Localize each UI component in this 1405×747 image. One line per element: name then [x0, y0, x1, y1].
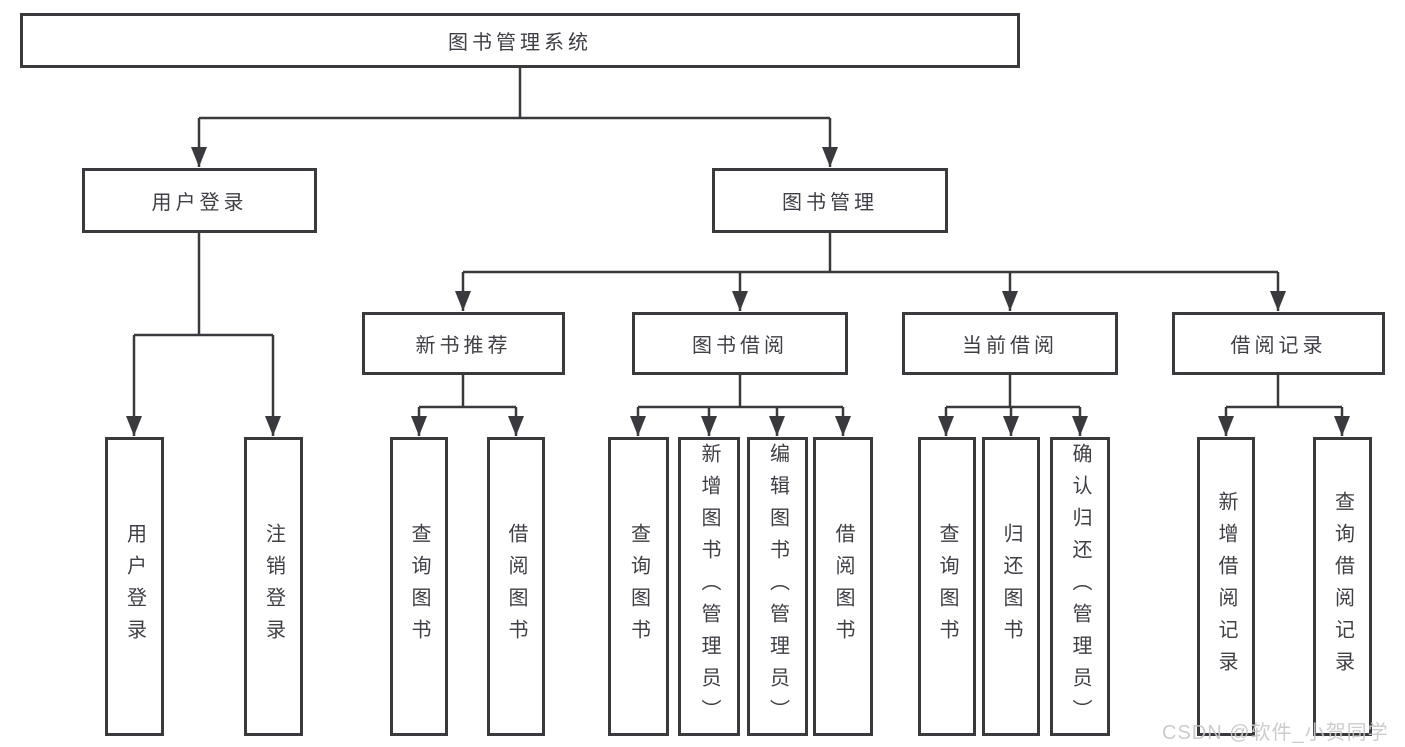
- node-user-login: 用户登录: [82, 168, 317, 233]
- leaf-label: 查询图书: [627, 522, 650, 651]
- leaf-records-query-record: 查询借阅记录: [1313, 437, 1372, 736]
- leaf-user-login: 用户登录: [105, 437, 164, 736]
- leaf-logout: 注销登录: [244, 437, 303, 736]
- leaf-current-confirm-return-admin: 确认归还（管理员）: [1050, 437, 1110, 736]
- leaf-current-query-books: 查询图书: [918, 437, 976, 736]
- node-label: 当前借阅: [962, 335, 1058, 357]
- leaf-records-add-record: 新增借阅记录: [1197, 437, 1255, 736]
- leaf-label: 编辑图书（管理员）: [766, 442, 789, 731]
- leaf-label: 查询借阅记录: [1331, 490, 1354, 683]
- node-borrowing-records: 借阅记录: [1172, 312, 1385, 375]
- csdn-watermark: CSDN @软件_小贺同学: [1162, 722, 1389, 744]
- leaf-borrowing-edit-books-admin: 编辑图书（管理员）: [747, 437, 808, 736]
- leaf-borrowing-borrow-books: 借阅图书: [813, 437, 873, 736]
- node-label: 图书管理: [782, 192, 878, 214]
- node-book-management: 图书管理: [712, 168, 948, 233]
- node-label: 图书借阅: [692, 335, 788, 357]
- node-label: 借阅记录: [1230, 335, 1327, 357]
- leaf-label: 用户登录: [123, 522, 146, 651]
- leaf-label: 查询图书: [408, 522, 430, 651]
- node-label: 用户登录: [151, 192, 248, 214]
- node-library-management-system: 图书管理系统: [20, 13, 1020, 68]
- leaf-newbooks-borrow-books: 借阅图书: [487, 437, 545, 736]
- node-book-borrowing: 图书借阅: [632, 312, 848, 375]
- leaf-label: 借阅图书: [505, 522, 527, 651]
- leaf-newbooks-query-books: 查询图书: [390, 437, 448, 736]
- leaf-label: 新增借阅记录: [1215, 490, 1237, 683]
- node-current-borrowing: 当前借阅: [902, 312, 1118, 375]
- leaf-current-return-books: 归还图书: [982, 437, 1040, 736]
- leaf-borrowing-query-books: 查询图书: [608, 437, 669, 736]
- node-label: 新书推荐: [415, 335, 512, 357]
- leaf-label: 新增图书（管理员）: [698, 442, 720, 731]
- leaf-label: 借阅图书: [832, 522, 854, 651]
- leaf-label: 查询图书: [936, 522, 958, 651]
- leaf-label: 归还图书: [1000, 522, 1022, 651]
- leaf-label: 注销登录: [262, 522, 285, 651]
- leaf-label: 确认归还（管理员）: [1069, 442, 1091, 731]
- node-new-book-recommendation: 新书推荐: [362, 312, 565, 375]
- node-label: 图书管理系统: [448, 32, 592, 54]
- leaf-borrowing-add-books-admin: 新增图书（管理员）: [678, 437, 740, 736]
